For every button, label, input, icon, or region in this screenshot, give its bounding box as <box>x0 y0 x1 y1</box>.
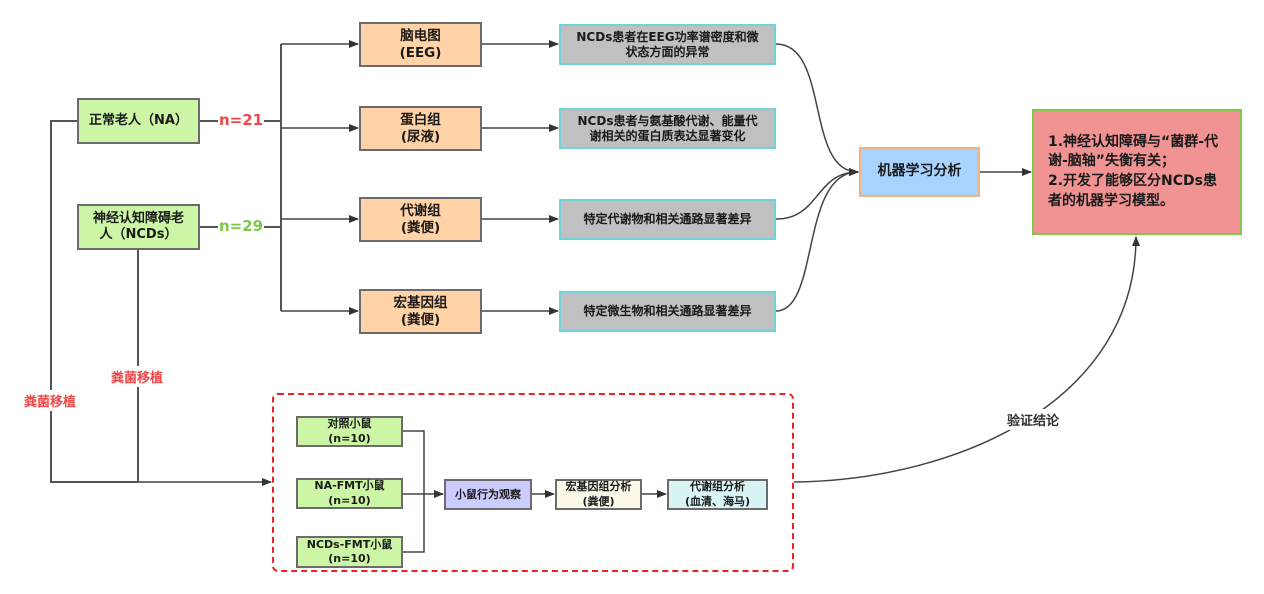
ml-analysis-label: 机器学习分析 <box>877 163 962 180</box>
mouse-metabolome-title: 代谢组分析 <box>690 480 745 494</box>
finding-metabolome-box: 特定代谢物和相关通路显著差异 <box>559 199 776 240</box>
finding-metagenome-line1: 特定微生物和相关通路显著差异 <box>583 304 752 318</box>
mouse-behavior-label: 小鼠行为观察 <box>455 487 521 501</box>
omic-metagenome-box: 宏基因组 (粪便) <box>359 289 482 334</box>
subject-ncds-line2: 人（NCDs） <box>99 227 178 242</box>
mouse-behavior-box: 小鼠行为观察 <box>444 479 532 510</box>
ncds-count-label: n=29 <box>218 217 265 235</box>
finding-eeg-line1: NCDs患者在EEG功率谱密度和微 <box>576 29 759 44</box>
verify-label: 验证结论 <box>1004 409 1063 430</box>
omic-protein-subtitle: (尿液) <box>400 128 441 145</box>
mouse-ncds-fmt-box: NCDs-FMT小鼠 (n=10) <box>296 536 403 568</box>
omic-metagenome-subtitle: (粪便) <box>400 311 441 328</box>
conclusion-line2: 谢-脑轴”失衡有关； <box>1048 153 1176 170</box>
mouse-control-box: 对照小鼠 (n=10) <box>296 416 403 447</box>
omic-metabolome-box: 代谢组 (粪便) <box>359 197 482 242</box>
mouse-na-fmt-name: NA-FMT小鼠 <box>314 479 385 493</box>
mouse-metagenome-title: 宏基因组分析 <box>565 480 632 494</box>
curve-eeg-ml <box>775 43 859 176</box>
fmt-label-na: 粪菌移植 <box>22 390 79 411</box>
fmt-label-ncds: 粪菌移植 <box>109 366 166 387</box>
subject-na-label: 正常老人（NA） <box>89 112 188 128</box>
finding-protein-line1: NCDs患者与氨基酸代谢、能量代 <box>577 113 758 128</box>
mouse-control-name: 对照小鼠 <box>327 417 372 431</box>
omic-eeg-title: 脑电图 <box>400 27 441 44</box>
mouse-metagenome-box: 宏基因组分析 (粪便) <box>555 479 642 510</box>
subject-na-box: 正常老人（NA） <box>77 98 200 144</box>
omic-metabolome-title: 代谢组 <box>400 202 441 219</box>
finding-eeg-box: NCDs患者在EEG功率谱密度和微 状态方面的异常 <box>559 24 776 65</box>
finding-metagenome-box: 特定微生物和相关通路显著差异 <box>559 291 776 332</box>
omic-protein-title: 蛋白组 <box>400 111 441 128</box>
mouse-na-fmt-box: NA-FMT小鼠 (n=10) <box>296 478 403 509</box>
curve-verify <box>793 236 1140 483</box>
mouse-bracket <box>403 430 425 553</box>
mouse-control-n: (n=10) <box>328 431 371 445</box>
mouse-metabolome-box: 代谢组分析 (血清、海马) <box>667 479 768 510</box>
subject-ncds-line1: 神经认知障碍老 <box>92 210 184 226</box>
curve-metabolome-ml <box>775 168 859 220</box>
mouse-experiment-region <box>272 393 794 572</box>
mouse-ncds-fmt-n: (n=10) <box>328 552 371 565</box>
conclusion-box: 1.神经认知障碍与“菌群-代 谢-脑轴”失衡有关； 2.开发了能够区分NCDs患… <box>1032 109 1242 235</box>
fmt-line-na <box>50 120 138 483</box>
omic-eeg-box: 脑电图 (EEG) <box>359 22 482 67</box>
omic-metabolome-subtitle: (粪便) <box>400 219 441 236</box>
ml-analysis-box: 机器学习分析 <box>859 147 980 197</box>
curve-metagenome-ml <box>775 168 859 312</box>
omic-metagenome-title: 宏基因组 <box>393 294 448 311</box>
omic-eeg-subtitle: (EEG) <box>399 44 442 61</box>
na-count-label: n=21 <box>218 111 265 129</box>
subject-ncds-box: 神经认知障碍老 人（NCDs） <box>77 204 200 250</box>
conclusion-line3: 2.开发了能够区分NCDs患 <box>1048 173 1218 189</box>
conclusion-line4: 者的机器学习模型。 <box>1048 192 1174 209</box>
finding-eeg-line2: 状态方面的异常 <box>625 44 710 59</box>
mouse-metagenome-sub: (粪便) <box>582 494 615 508</box>
finding-metabolome-line1: 特定代谢物和相关通路显著差异 <box>583 212 752 226</box>
conclusion-line1: 1.神经认知障碍与“菌群-代 <box>1048 133 1219 150</box>
finding-protein-line2: 谢相关的蛋白质表达显著变化 <box>589 128 746 143</box>
mouse-metabolome-sub: (血清、海马) <box>684 494 751 508</box>
mouse-na-fmt-n: (n=10) <box>328 493 371 507</box>
mouse-ncds-fmt-name: NCDs-FMT小鼠 <box>306 537 393 551</box>
finding-protein-box: NCDs患者与氨基酸代谢、能量代 谢相关的蛋白质表达显著变化 <box>559 108 776 149</box>
omic-protein-box: 蛋白组 (尿液) <box>359 106 482 151</box>
